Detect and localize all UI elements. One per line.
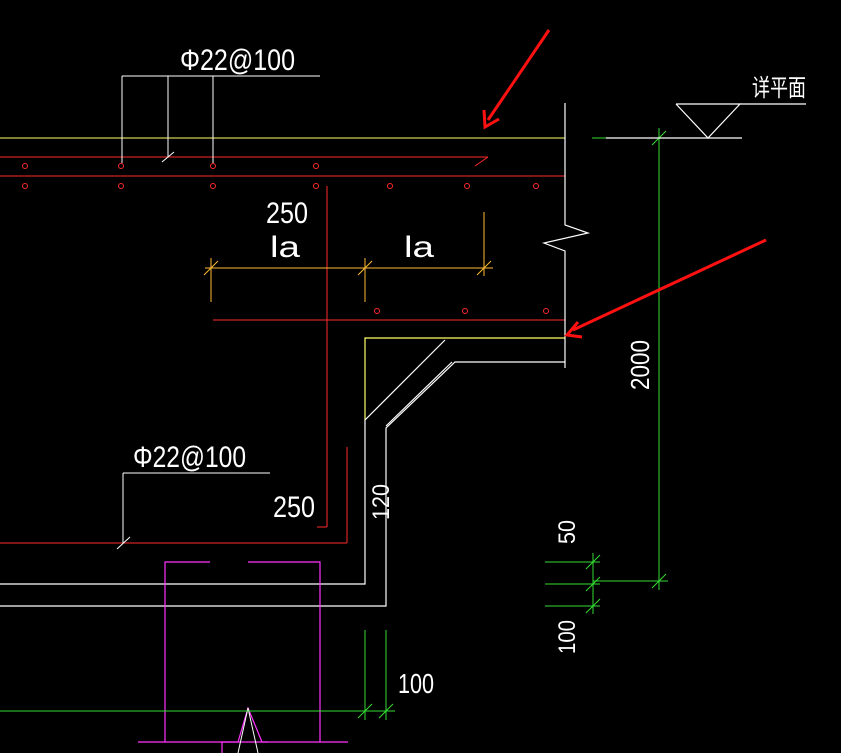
magenta-column xyxy=(138,561,348,753)
la-left-label: la xyxy=(270,231,300,264)
dim-100-bottom-label: 100 xyxy=(398,668,434,699)
white-break-lines xyxy=(237,707,259,753)
dim-100-right-label: 100 xyxy=(554,620,581,654)
dim-250-lower: 250 xyxy=(273,491,315,524)
rebar-bottom-label: Φ22@100 xyxy=(133,441,246,474)
elevation-marker xyxy=(606,103,806,139)
annotation-arrow-right xyxy=(564,238,767,339)
top-rebar-group xyxy=(0,156,565,544)
dim-2000-label: 2000 xyxy=(625,340,655,390)
dim-50-label: 50 xyxy=(554,520,581,544)
wall-outline xyxy=(541,103,591,368)
dim-250-upper: 250 xyxy=(266,197,308,230)
top-rebar-leader xyxy=(121,75,320,163)
annotation-arrow-top xyxy=(482,29,551,130)
bottom-rebar-leader xyxy=(116,472,270,550)
haunch-outline xyxy=(0,337,565,607)
la-dimension xyxy=(203,212,493,302)
dim-120-label: 120 xyxy=(368,484,395,520)
plan-note-label: 详平面 xyxy=(752,74,806,102)
small-dimensions xyxy=(545,553,601,614)
rebar-top-label: Φ22@100 xyxy=(180,44,295,77)
la-right-label: la xyxy=(404,231,434,264)
bottom-dimension-100 xyxy=(0,630,395,720)
